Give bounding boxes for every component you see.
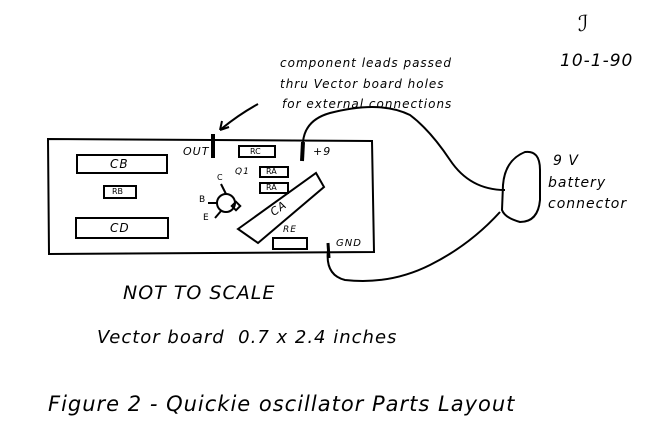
plus9-label: +9 [313, 145, 332, 158]
q1-base-label: B [199, 195, 206, 205]
board-size-label: Vector board 0.7 x 2.4 inches [97, 327, 398, 348]
annotation-line-3: for external connections [282, 97, 453, 111]
annotation-arrow [219, 103, 259, 131]
date: 10-1-90 [560, 51, 634, 71]
resistor-ra-1 [259, 166, 289, 178]
resistor-re [272, 237, 308, 250]
capacitor-cb [76, 154, 168, 174]
annotation-line-2: thru Vector board holes [280, 77, 445, 91]
ra1-label: RA [266, 167, 277, 176]
cd-label: CD [110, 221, 130, 235]
battery-label-2: battery [548, 175, 607, 191]
transistor-q1 [216, 193, 236, 213]
q1-label: Q1 [235, 167, 250, 177]
vector-board-outline [46, 137, 376, 256]
gnd-label: GND [336, 238, 362, 249]
rb-label: RB [112, 187, 124, 196]
q1-emitter-label: E [203, 213, 209, 223]
annotation-line-1: component leads passed [280, 56, 452, 70]
ra2-label: RA [266, 183, 277, 192]
plus9-wire [302, 106, 506, 191]
re-label: RE [283, 225, 297, 235]
gnd-wire [326, 211, 501, 282]
q1-collector-label: C [217, 173, 223, 182]
rc-label: RC [250, 147, 261, 156]
battery-label-1: 9 V [553, 153, 579, 169]
resistor-rb [103, 185, 137, 199]
signature: ℐ [578, 12, 589, 37]
battery-connector [500, 150, 541, 224]
capacitor-cd [75, 217, 169, 239]
out-label: OUT [183, 145, 210, 158]
capacitor-ca [236, 171, 326, 245]
battery-label-3: connector [548, 196, 628, 212]
figure-caption: Figure 2 - Quickie oscillator Parts Layo… [48, 392, 516, 416]
plus9-lead [300, 141, 305, 162]
not-to-scale-label: NOT TO SCALE [123, 282, 276, 304]
cb-label: CB [110, 157, 129, 171]
resistor-ra-2 [259, 182, 289, 194]
resistor-rc [238, 145, 276, 158]
